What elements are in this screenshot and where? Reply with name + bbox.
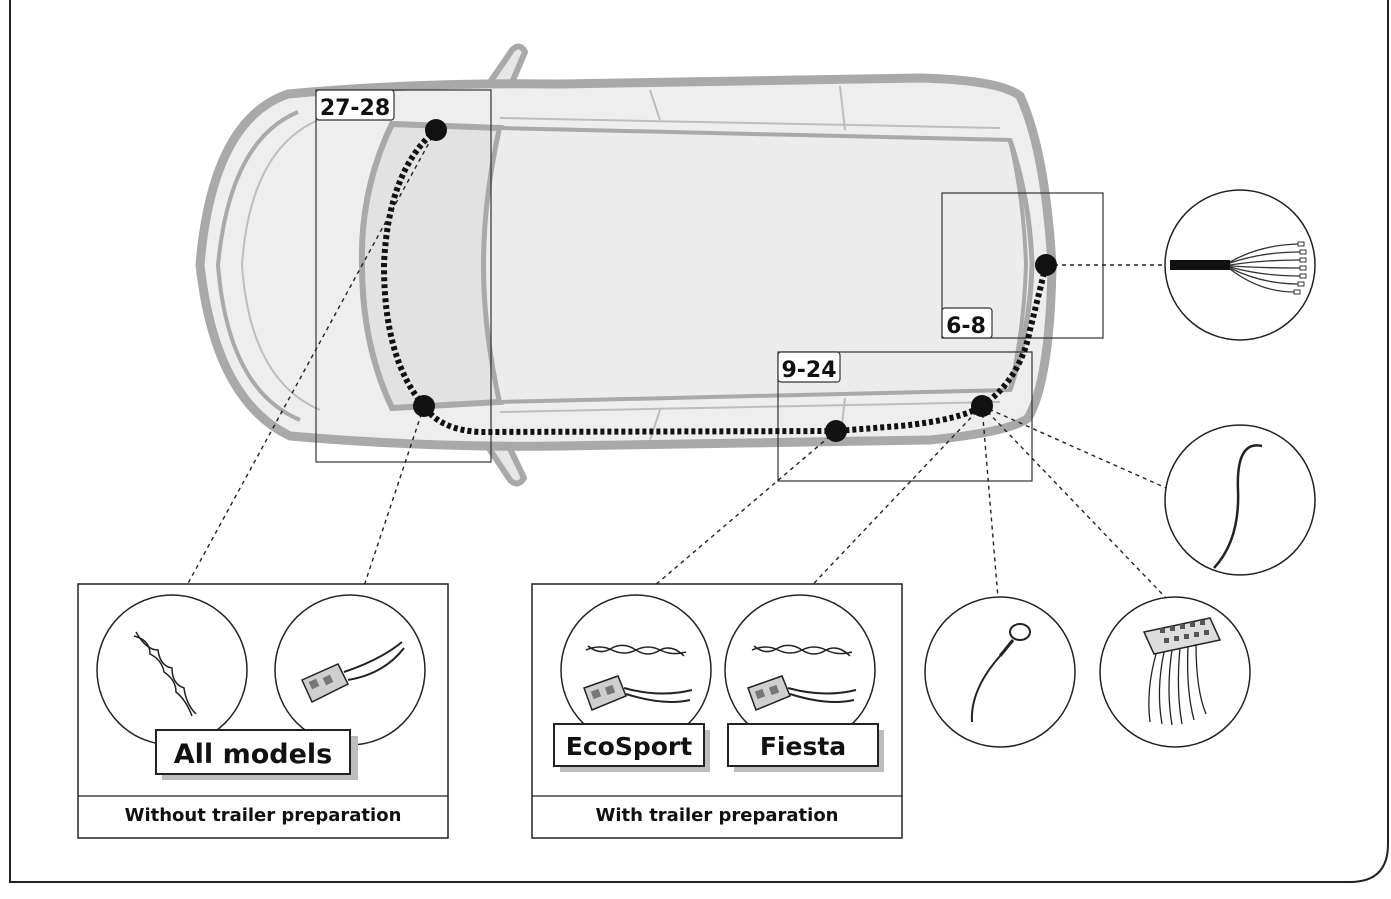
zone-box-side bbox=[777, 351, 1033, 482]
ecosport-connector-icon bbox=[583, 675, 693, 711]
rear-window bbox=[1007, 139, 1035, 391]
zone-label-side: 9-24 bbox=[781, 358, 836, 383]
hood-inner-line bbox=[240, 119, 321, 411]
badge-fiesta-label: Fiesta bbox=[760, 732, 846, 761]
door-line-front-top bbox=[649, 89, 661, 121]
badge-all-models-label: All models bbox=[174, 739, 332, 770]
page-frame bbox=[9, 0, 1389, 883]
ecosport-twisted-pair-icon bbox=[585, 644, 687, 657]
badge-all-models bbox=[155, 729, 351, 775]
door-line-front-bottom bbox=[649, 409, 661, 441]
zone-tag-front: 27-28 bbox=[315, 89, 395, 121]
badge-fiesta bbox=[727, 723, 879, 767]
zone-label-front: 27-28 bbox=[320, 96, 390, 121]
connector-icon bbox=[301, 641, 405, 704]
zone-box-front bbox=[315, 89, 492, 463]
node-rear bbox=[1035, 254, 1057, 276]
node-front-top bbox=[425, 119, 447, 141]
zone-tag-rear: 6-8 bbox=[941, 307, 993, 339]
node-front-bottom bbox=[413, 395, 435, 417]
leader-lines bbox=[179, 129, 1168, 599]
zone-tag-side: 9-24 bbox=[777, 351, 841, 383]
detail-fiesta bbox=[724, 594, 876, 746]
fiesta-twisted-pair-icon bbox=[751, 644, 853, 657]
detail-cable-bundle bbox=[1164, 189, 1316, 341]
harness-route bbox=[380, 127, 1049, 436]
right-mirror bbox=[483, 437, 527, 487]
twisted-pair-icon bbox=[133, 631, 197, 717]
detail-ecosport bbox=[560, 594, 712, 746]
sill-bottom bbox=[499, 401, 1001, 413]
panel-with-trailer: EcoSport Fiesta With trailer preparation bbox=[531, 583, 903, 839]
detail-single-wire bbox=[1164, 424, 1316, 576]
door-line-rear-top bbox=[839, 85, 846, 131]
sill-top bbox=[499, 117, 1001, 129]
badge-ecosport-label: EcoSport bbox=[566, 732, 692, 761]
caption-without-trailer: Without trailer preparation bbox=[125, 805, 402, 826]
hood-outline bbox=[215, 110, 301, 422]
badge-ecosport bbox=[553, 723, 705, 767]
detail-ring-terminal bbox=[924, 596, 1076, 748]
caption-with-trailer: With trailer preparation bbox=[595, 805, 838, 826]
roof bbox=[481, 125, 1029, 405]
detail-multipin-connector bbox=[1099, 596, 1251, 748]
node-side bbox=[825, 420, 847, 442]
node-rear-corner bbox=[971, 395, 993, 417]
fiesta-connector-icon bbox=[747, 675, 857, 711]
panel-without-trailer: All models Without trailer preparation bbox=[77, 583, 449, 839]
zone-label-rear: 6-8 bbox=[946, 314, 986, 339]
